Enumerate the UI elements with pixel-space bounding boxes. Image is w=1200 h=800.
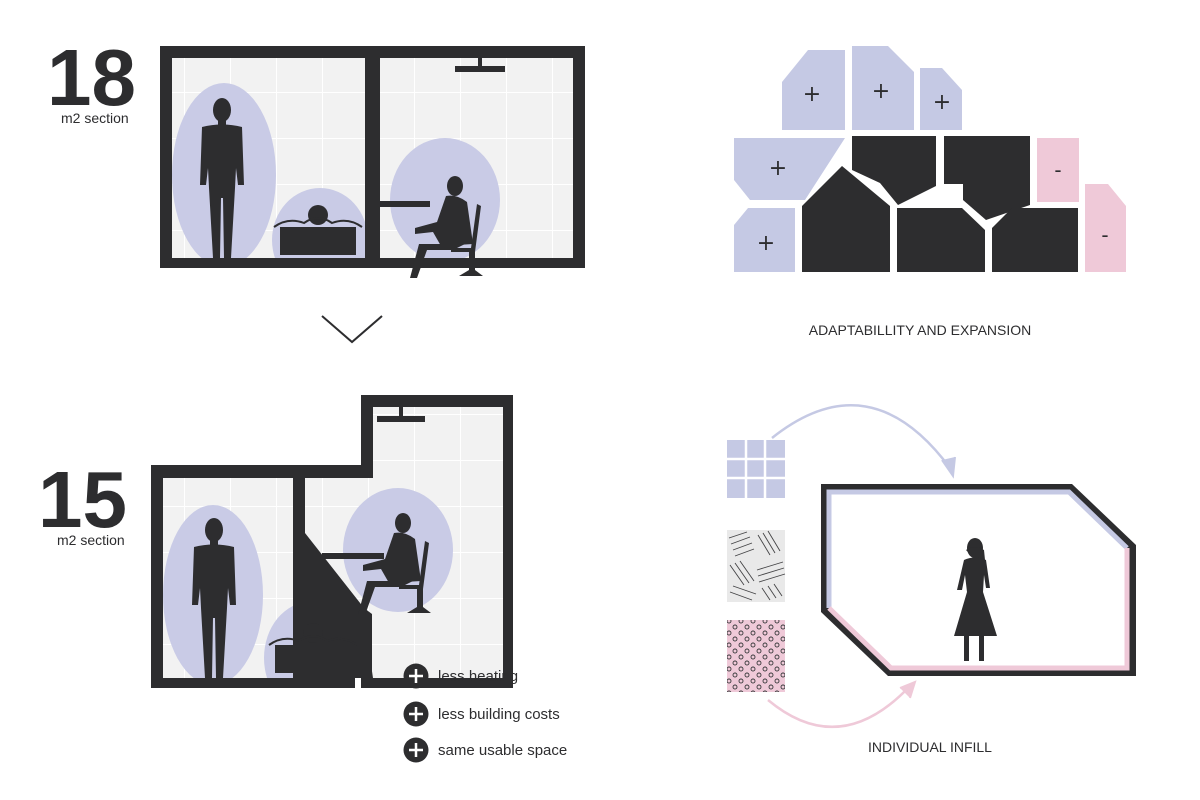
benefit-item: less building costs xyxy=(403,701,560,727)
benefit-label: same usable space xyxy=(438,742,567,759)
benefit-label: less building costs xyxy=(438,706,560,723)
bottom-section-number: 15 xyxy=(38,455,127,544)
plus-sign: + xyxy=(769,156,787,181)
module-core-3 xyxy=(802,166,890,272)
plus-sign: + xyxy=(933,90,951,115)
module-core-1 xyxy=(852,136,936,205)
minus-sign: - xyxy=(1101,223,1108,247)
benefit-label: less heating xyxy=(438,668,518,685)
ceiling-lamp-small xyxy=(377,416,425,422)
module-add-2 xyxy=(852,46,914,130)
benefits-list: less heating less building costs same us… xyxy=(403,663,567,763)
module-add-1 xyxy=(782,50,845,130)
module-add-4 xyxy=(734,138,845,200)
bottom-section-unit-label: m2 section xyxy=(57,532,125,548)
top-section-unit-label: m2 section xyxy=(61,110,129,126)
dotted-swatch xyxy=(727,620,785,692)
benefit-item: less heating xyxy=(403,663,518,689)
infill-diagram xyxy=(727,404,1136,729)
benefit-item: same usable space xyxy=(403,737,567,763)
minus-sign: - xyxy=(1054,158,1061,182)
infill-caption: INDIVIDUAL INFILL xyxy=(868,739,992,755)
chevron-down-icon xyxy=(321,315,383,344)
module-remove-1 xyxy=(1037,138,1079,202)
module-add-5 xyxy=(734,208,795,272)
plus-sign: + xyxy=(757,231,775,256)
grid-tile-swatch xyxy=(727,440,785,498)
module-remove-2 xyxy=(1085,184,1126,272)
table-small xyxy=(322,553,384,559)
table xyxy=(378,201,430,207)
ceiling-lamp xyxy=(455,66,505,72)
plus-sign: + xyxy=(872,79,890,104)
bottom-section-drawing xyxy=(151,395,513,688)
pink-arrow-icon xyxy=(767,685,911,729)
top-section-number: 18 xyxy=(47,33,136,122)
module-core-5 xyxy=(992,208,1078,272)
top-section-drawing xyxy=(160,46,585,278)
woman-silhouette xyxy=(954,538,997,661)
adaptability-diagram: + + + + + - - xyxy=(734,46,1126,272)
plus-sign: + xyxy=(803,82,821,107)
module-add-3 xyxy=(920,68,962,130)
adaptability-caption: ADAPTABILLITY AND EXPANSION xyxy=(809,322,1032,338)
module-core-2 xyxy=(944,136,1030,220)
lavender-arrow-icon xyxy=(771,404,952,469)
hatched-swatch xyxy=(727,530,786,602)
module-core-4 xyxy=(897,208,985,272)
